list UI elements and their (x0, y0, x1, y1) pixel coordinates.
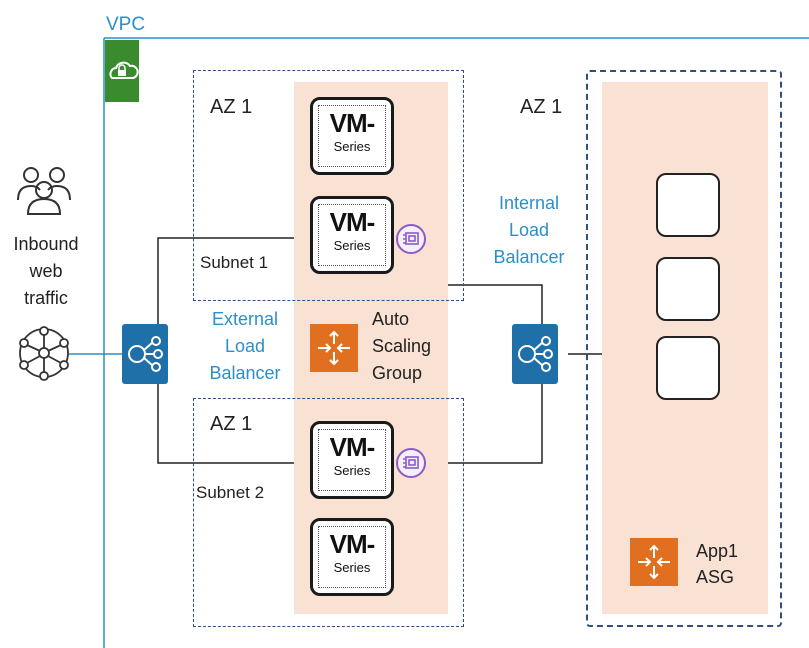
az-right-label: AZ 1 (520, 96, 563, 118)
external-load-balancer-icon (122, 324, 168, 384)
az-bottom-box (193, 398, 464, 627)
az-top-box (193, 70, 464, 301)
vm-series-1: VM- Series (310, 97, 394, 175)
external-load-balancer-label: External Load Balancer (209, 309, 281, 383)
subnet-1-label: Subnet 1 (200, 253, 269, 272)
vpc-cloud-lock-icon (105, 40, 139, 102)
az-bottom-label: AZ 1 (210, 413, 253, 435)
server-icon (656, 173, 720, 237)
network-interface-icon (396, 448, 426, 478)
internal-load-balancer-icon (512, 324, 558, 384)
app-auto-scaling-icon (630, 538, 678, 586)
internet-globe-icon (14, 323, 74, 383)
app-asg-label: App1 ASG (696, 541, 739, 587)
auto-scaling-group-label: Auto Scaling Group (372, 309, 432, 383)
server-icon (656, 336, 720, 400)
vm-series-4: VM- Series (310, 518, 394, 596)
az-right-box (586, 70, 782, 627)
vpc-label: VPC (106, 14, 146, 35)
network-interface-icon (396, 224, 426, 254)
vm-series-2: VM- Series (310, 196, 394, 274)
internal-load-balancer-label: Internal Load Balancer (493, 193, 565, 267)
az-top-label: AZ 1 (210, 96, 253, 118)
server-icon (656, 257, 720, 321)
users-icon (15, 164, 73, 216)
subnet-2-label: Subnet 2 (196, 483, 265, 502)
auto-scaling-icon (310, 324, 358, 372)
vm-series-3: VM- Series (310, 421, 394, 499)
inbound-traffic-label: Inbound web traffic (13, 234, 79, 308)
